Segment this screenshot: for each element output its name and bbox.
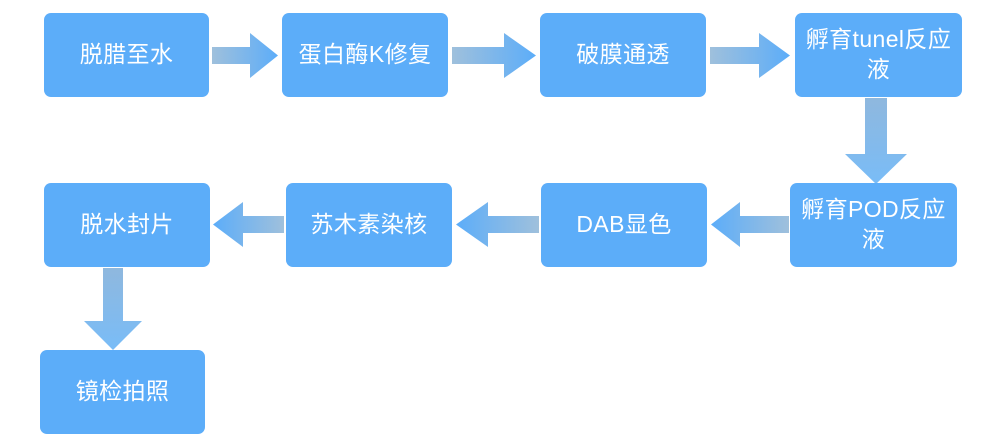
flow-arrow-left-1: [711, 202, 789, 247]
arrow-left-icon: [213, 202, 284, 247]
flow-arrow-right-3: [710, 33, 790, 78]
arrow-down-icon: [84, 268, 142, 350]
flow-node-6-label: DAB显色: [576, 211, 672, 238]
flow-node-3[interactable]: 破膜通透: [540, 13, 706, 97]
arrow-right-icon: [710, 33, 790, 78]
flow-node-5[interactable]: 孵育POD反应液: [790, 183, 957, 267]
flow-arrow-right-1: [212, 33, 278, 78]
flow-arrow-down-1: [845, 98, 907, 184]
arrow-left-icon: [456, 202, 539, 247]
flow-node-7-label: 苏木素染核: [310, 211, 428, 238]
arrow-down-icon: [845, 98, 907, 184]
flow-arrow-right-2: [452, 33, 536, 78]
arrow-right-icon: [212, 33, 278, 78]
flow-node-5-label: 孵育POD反应液: [801, 196, 946, 252]
flow-node-3-label: 破膜通透: [576, 41, 670, 68]
flow-node-4[interactable]: 孵育tunel反应液: [795, 13, 962, 97]
flow-arrow-down-2: [84, 268, 142, 350]
flow-node-9[interactable]: 镜检拍照: [40, 350, 205, 434]
flow-node-1-label: 脱腊至水: [79, 41, 174, 68]
flow-node-1[interactable]: 脱腊至水: [44, 13, 209, 97]
arrow-right-icon: [452, 33, 536, 78]
flow-node-8-label: 脱水封片: [80, 211, 174, 238]
flow-node-7[interactable]: 苏木素染核: [286, 183, 452, 267]
flow-node-8[interactable]: 脱水封片: [44, 183, 210, 267]
flow-node-6[interactable]: DAB显色: [541, 183, 707, 267]
flow-node-2-label: 蛋白酶K修复: [298, 41, 432, 68]
flow-node-2[interactable]: 蛋白酶K修复: [282, 13, 448, 97]
flow-node-9-label: 镜检拍照: [75, 378, 170, 405]
flow-node-4-label: 孵育tunel反应液: [805, 26, 952, 82]
arrow-left-icon: [711, 202, 789, 247]
flow-arrow-left-3: [213, 202, 284, 247]
flow-arrow-left-2: [456, 202, 539, 247]
